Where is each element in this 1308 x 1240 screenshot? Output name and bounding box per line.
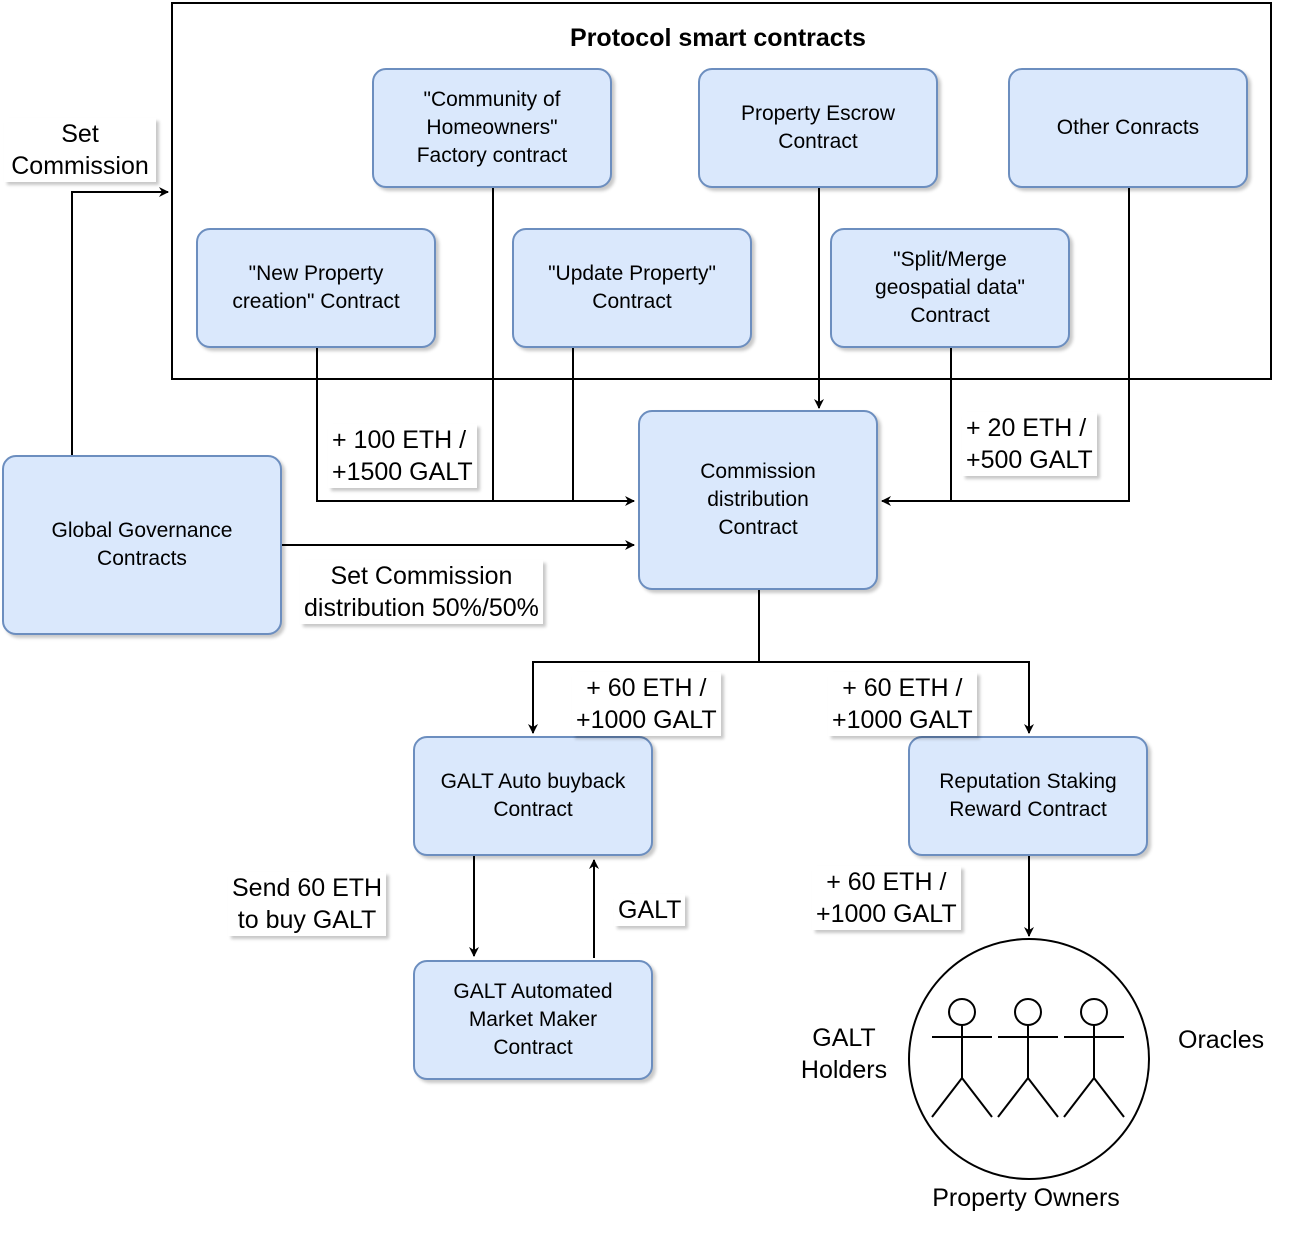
- owners-circle: [908, 938, 1150, 1180]
- new-property-box[interactable]: "New Property creation" Contract: [196, 228, 436, 348]
- galt-amm-box[interactable]: GALT Automated Market Maker Contract: [413, 960, 653, 1080]
- arrow-new-property-to-commission: [316, 348, 635, 506]
- reputation-staking-box[interactable]: Reputation Staking Reward Contract: [908, 736, 1148, 856]
- stick-figures: [931, 998, 1125, 1118]
- send-eth-label: Send 60 ETH to buy GALT: [228, 872, 387, 936]
- eth20-label: + 20 ETH / +500 GALT: [962, 412, 1097, 476]
- set-distribution-label: Set Commission distribution 50%/50%: [300, 560, 543, 624]
- update-property-box[interactable]: "Update Property" Contract: [512, 228, 752, 348]
- galt-buyback-box[interactable]: GALT Auto buyback Contract: [413, 736, 653, 856]
- commission-distribution-box[interactable]: Commission distribution Contract: [638, 410, 878, 590]
- galt-holders-label: GALT Holders: [800, 1024, 888, 1084]
- arrow-commission-to-buyback: [528, 590, 760, 734]
- protocol-title: Protocol smart contracts: [570, 24, 866, 52]
- other-contracts-box[interactable]: Other Conracts: [1008, 68, 1248, 188]
- split-merge-box[interactable]: "Split/Merge geospatial data" Contract: [830, 228, 1070, 348]
- eth60-bottom-label: + 60 ETH / +1000 GALT: [812, 866, 961, 930]
- person-icon: [1063, 998, 1125, 1118]
- property-escrow-box[interactable]: Property Escrow Contract: [698, 68, 938, 188]
- eth100-label: + 100 ETH / +1500 GALT: [328, 424, 477, 488]
- property-owners-label: Property Owners: [932, 1184, 1120, 1212]
- protocol-frame: [171, 2, 1272, 380]
- eth60-left-label: + 60 ETH / +1000 GALT: [572, 672, 721, 736]
- arrow-other-to-commission: [881, 188, 1130, 506]
- oracles-label: Oracles: [1178, 1026, 1265, 1054]
- eth60-right-label: + 60 ETH / +1000 GALT: [828, 672, 977, 736]
- global-governance-box[interactable]: Global Governance Contracts: [2, 455, 282, 635]
- community-factory-box[interactable]: "Community of Homeowners" Factory contra…: [372, 68, 612, 188]
- person-icon: [931, 998, 993, 1118]
- arrow-governance-to-protocol: [71, 187, 169, 455]
- person-icon: [997, 998, 1059, 1118]
- set-commission-label: Set Commission: [4, 118, 156, 182]
- galt-return-label: GALT: [614, 894, 686, 926]
- arrow-commission-to-reputation: [759, 661, 1034, 734]
